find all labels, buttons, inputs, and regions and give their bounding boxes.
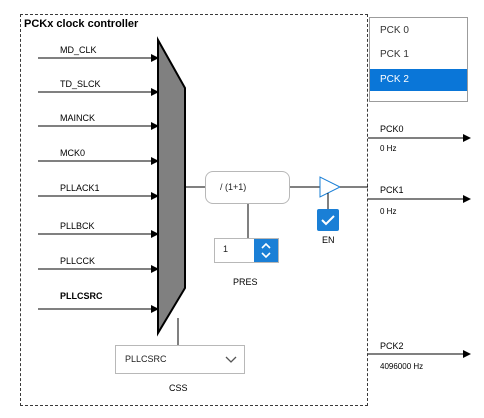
divider-box: / (1+1) xyxy=(205,171,290,204)
enable-label: EN xyxy=(322,235,335,245)
controller-title: PCKx clock controller xyxy=(24,18,139,30)
multiplexer-icon xyxy=(157,36,186,337)
css-select[interactable]: PLLCSRC xyxy=(115,345,245,374)
css-label: CSS xyxy=(169,383,188,393)
input-wires xyxy=(38,54,159,313)
prescaler-stepper[interactable]: 1 xyxy=(214,238,279,263)
output-label-pck1: PCK1 xyxy=(380,185,404,195)
dropdown-item-pck0[interactable]: PCK 0 xyxy=(380,25,409,36)
output-freq-pck2: 4096000 Hz xyxy=(380,362,424,371)
dropdown-item-pck2[interactable]: PCK 2 xyxy=(370,69,467,91)
output-dropdown-list[interactable]: PCK 0 PCK 1 PCK 2 xyxy=(369,17,468,102)
prescaler-label: PRES xyxy=(233,277,258,287)
input-label-mainck: MAINCK xyxy=(60,113,96,123)
input-label-pllbck: PLLBCK xyxy=(60,221,95,231)
input-label-td-slck: TD_SLCK xyxy=(60,79,101,89)
input-label-pllack1: PLLACK1 xyxy=(60,183,100,193)
output-label-pck2: PCK2 xyxy=(380,341,404,351)
input-label-md-clk: MD_CLK xyxy=(60,45,97,55)
input-label-pllcck: PLLCCK xyxy=(60,256,96,266)
output-freq-pck1: 0 Hz xyxy=(380,207,397,216)
output-freq-pck0: 0 Hz xyxy=(380,144,397,153)
prescaler-value[interactable]: 1 xyxy=(223,244,229,254)
input-label-pllcsrc: PLLCSRC xyxy=(60,291,103,301)
check-icon xyxy=(321,215,335,226)
buffer-triangle-icon xyxy=(319,176,342,198)
output-label-pck0: PCK0 xyxy=(380,124,404,134)
chevron-up-down-icon[interactable] xyxy=(254,239,278,262)
dropdown-item-pck1[interactable]: PCK 1 xyxy=(380,49,409,60)
chevron-down-icon[interactable] xyxy=(224,352,238,366)
controller-frame xyxy=(20,14,368,406)
input-label-mck0: MCK0 xyxy=(60,148,86,158)
css-selected-value: PLLCSRC xyxy=(125,354,167,364)
enable-checkbox[interactable] xyxy=(317,209,339,231)
